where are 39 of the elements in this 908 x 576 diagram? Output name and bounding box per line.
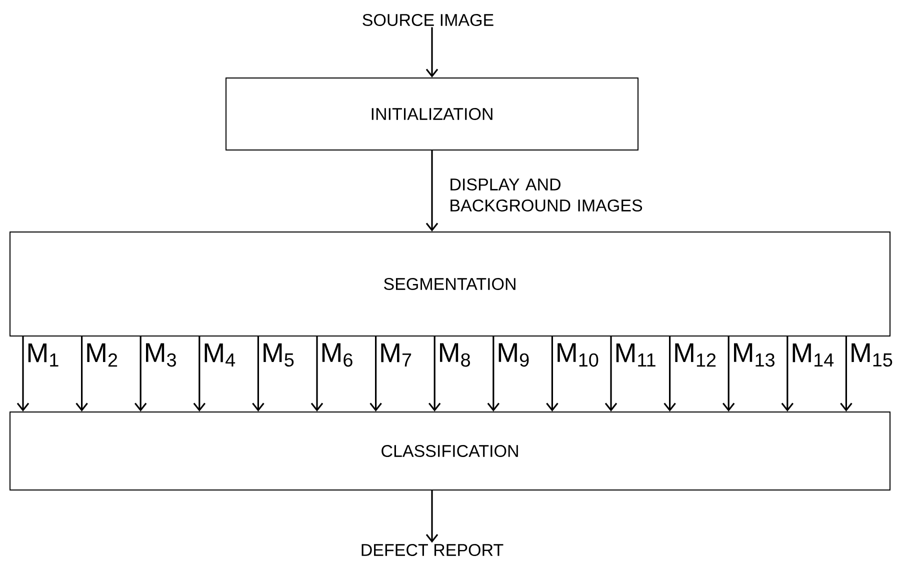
arrow <box>252 336 264 412</box>
edge-label: DISPLAY AND BACKGROUND IMAGES <box>450 178 642 212</box>
arrow <box>426 150 438 232</box>
edge-label: M$_{11}$ <box>616 344 656 366</box>
process-box: SEGMENTATION <box>10 232 890 336</box>
arrow <box>546 336 558 412</box>
process-box: INITIALIZATION <box>226 78 638 150</box>
arrow <box>428 336 441 412</box>
edge-label: M$_{3}$ <box>146 343 176 367</box>
arrow <box>76 336 88 412</box>
arrow <box>840 336 852 412</box>
arrow <box>310 336 324 412</box>
arrow <box>664 336 676 412</box>
edge-label: M$_{2}$ <box>87 343 118 367</box>
edge-label: M$_{10}$ <box>558 343 598 367</box>
edge-label: M$_{12}$ <box>675 343 716 367</box>
arrow <box>193 336 206 412</box>
io-label: DEFECT REPORT <box>362 544 504 556</box>
arrow <box>370 336 382 412</box>
arrow <box>722 336 735 412</box>
arrow <box>426 27 438 78</box>
edge-label: M$_{9}$ <box>498 343 529 367</box>
edge-label: M$_{14}$ <box>792 344 834 366</box>
arrow <box>426 490 438 543</box>
edge-label: M$_{4}$ <box>204 344 236 366</box>
arrow <box>134 336 147 412</box>
edge-label: M$_{13}$ <box>734 343 774 367</box>
edge-label: M$_{15}$ <box>852 343 892 367</box>
arrow <box>487 336 500 412</box>
edge-label: M$_{7}$ <box>381 344 412 366</box>
arrow <box>604 336 618 412</box>
io-label: SOURCE IMAGE <box>362 14 494 26</box>
process-box: CLASSIFICATION <box>10 412 890 490</box>
arrow <box>16 336 30 412</box>
arrow <box>781 336 794 412</box>
edge-label: M$_{6}$ <box>322 343 352 367</box>
edge-label: M$_{5}$ <box>264 343 294 367</box>
edge-label: M$_{1}$ <box>28 344 58 366</box>
edge-label: M$_{8}$ <box>440 343 470 367</box>
